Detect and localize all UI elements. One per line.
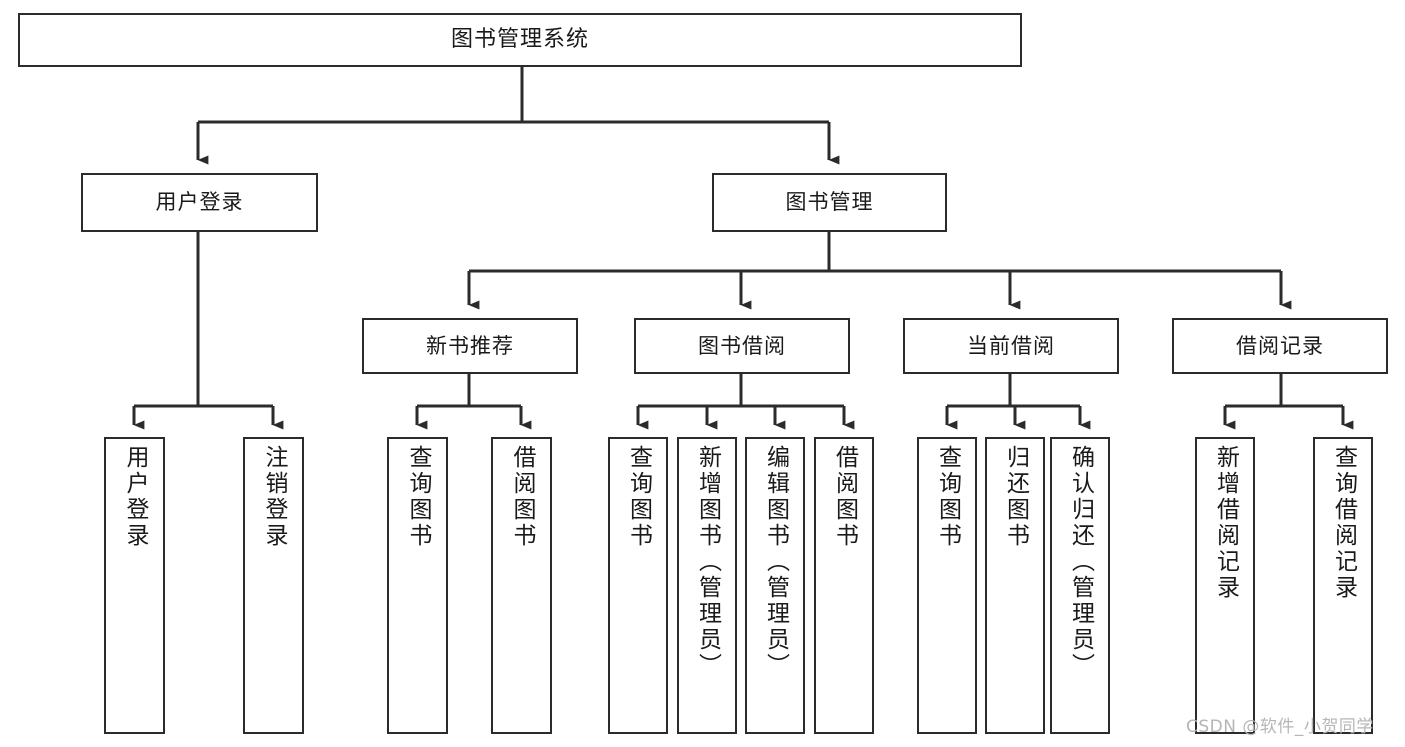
leaf-user-login-1[interactable]: 注销登录 (243, 437, 304, 734)
node-label: 新增借阅记录 (1212, 445, 1239, 601)
leaf-current-borrow-1[interactable]: 归还图书 (985, 437, 1045, 734)
node-label: 新增图书（管理员） (694, 445, 721, 679)
node-label: 查询图书 (625, 445, 652, 549)
leaf-book-borrow-3[interactable]: 借阅图书 (814, 437, 874, 734)
node-label: 当前借阅 (967, 333, 1055, 358)
leaf-current-borrow-2[interactable]: 确认归还（管理员） (1050, 437, 1110, 734)
node-current-borrow[interactable]: 当前借阅 (903, 318, 1119, 374)
node-book-management[interactable]: 图书管理 (712, 173, 947, 232)
leaf-current-borrow-0[interactable]: 查询图书 (917, 437, 977, 734)
leaf-book-borrow-0[interactable]: 查询图书 (608, 437, 668, 734)
node-label: 用户登录 (155, 190, 244, 215)
node-label: 编辑图书（管理员） (762, 445, 789, 679)
node-label: 注销登录 (261, 445, 287, 549)
node-new-book-recommend[interactable]: 新书推荐 (362, 318, 578, 374)
leaf-new-book-recommend-1[interactable]: 借阅图书 (491, 437, 552, 734)
leaf-book-borrow-2[interactable]: 编辑图书（管理员） (745, 437, 805, 734)
leaf-borrow-record-0[interactable]: 新增借阅记录 (1195, 437, 1255, 734)
node-label: 确认归还（管理员） (1067, 445, 1094, 679)
csdn-watermark: CSDN @软件_小贺同学 (1186, 717, 1374, 737)
node-label: 查询图书 (405, 445, 431, 549)
node-borrow-record[interactable]: 借阅记录 (1172, 318, 1388, 374)
leaf-book-borrow-1[interactable]: 新增图书（管理员） (677, 437, 737, 734)
node-label: 借阅图书 (509, 445, 535, 549)
leaf-borrow-record-1[interactable]: 查询借阅记录 (1313, 437, 1373, 734)
node-label: 借阅图书 (831, 445, 858, 549)
node-label: 查询图书 (934, 445, 961, 549)
node-label: 归还图书 (1002, 445, 1029, 549)
leaf-new-book-recommend-0[interactable]: 查询图书 (387, 437, 448, 734)
node-label: 图书管理 (785, 190, 874, 215)
leaf-user-login-0[interactable]: 用户登录 (104, 437, 165, 734)
node-book-borrow[interactable]: 图书借阅 (634, 318, 850, 374)
node-label: 新书推荐 (426, 333, 514, 358)
node-label: 图书管理系统 (450, 27, 589, 53)
node-label: 借阅记录 (1236, 333, 1324, 358)
node-label: 图书借阅 (698, 333, 786, 358)
node-label: 查询借阅记录 (1330, 445, 1357, 601)
node-user-login[interactable]: 用户登录 (81, 173, 318, 232)
node-root-book-management-system[interactable]: 图书管理系统 (18, 13, 1022, 67)
node-label: 用户登录 (122, 445, 148, 549)
